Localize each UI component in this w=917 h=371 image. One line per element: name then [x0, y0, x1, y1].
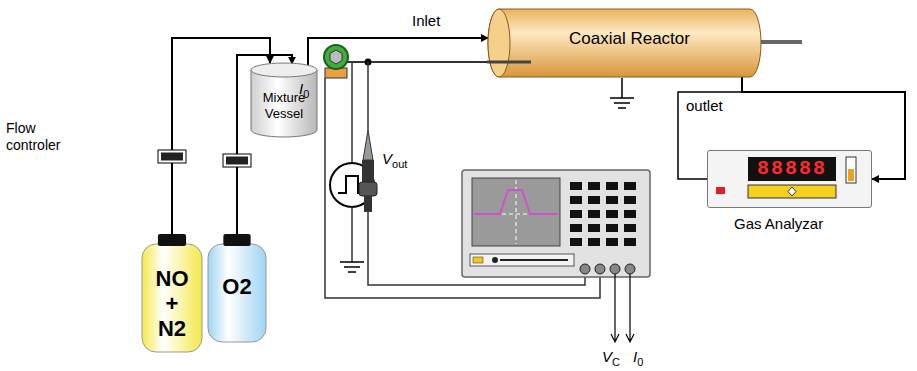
flow-controller	[158, 150, 186, 163]
gas-analyzer: 88888Gas Analyzar	[707, 150, 872, 208]
gas-name: NO + N2	[152, 266, 192, 341]
slider-track	[500, 259, 568, 261]
level-fill	[848, 169, 854, 181]
bottle-body	[142, 244, 202, 352]
voltage-probe	[362, 160, 374, 182]
vessel-top	[251, 63, 317, 77]
scope-input	[580, 264, 590, 274]
probe-tip	[363, 130, 373, 160]
scope-buttons	[568, 180, 640, 250]
bottle-cap	[223, 234, 250, 246]
signal-name: Vout	[382, 150, 407, 173]
oscilloscope	[462, 170, 650, 277]
scope-knob	[492, 257, 498, 263]
probe-core	[330, 50, 342, 64]
port-label: outlet	[686, 97, 723, 115]
mixture-vessel: Mixture Vessel	[250, 62, 318, 138]
level-bar	[846, 157, 856, 183]
probe-lead	[367, 62, 369, 130]
probe-tail	[364, 196, 372, 212]
generator-wire	[351, 62, 353, 163]
output-arrows	[611, 274, 634, 342]
scope-output	[625, 264, 635, 274]
ground-symbol	[340, 262, 364, 272]
power-led	[716, 187, 725, 194]
probe-handle	[359, 182, 377, 196]
display-digits: 88888	[748, 157, 836, 181]
ground-wire	[351, 207, 353, 262]
electrode-rod	[760, 40, 802, 44]
reactor-body	[488, 9, 761, 77]
analyzer-label: Gas Analyzar	[734, 215, 823, 233]
reactor-end	[488, 9, 510, 77]
scope-screen	[472, 178, 560, 246]
gas-bottle: NO + N2	[140, 232, 204, 354]
inner-electrode	[487, 61, 531, 64]
gas-bottle: O2	[206, 232, 268, 344]
analyzer-slider	[748, 185, 836, 198]
current-probe	[324, 45, 348, 69]
waveform	[474, 190, 558, 214]
scope-input	[595, 264, 605, 274]
bottle-cap	[158, 234, 186, 246]
controller-display	[226, 157, 248, 165]
flow-controller	[223, 154, 251, 167]
reactor-ground	[610, 78, 634, 108]
coaxial-reactor: Coaxial Reactor	[487, 8, 762, 78]
gas-name: O2	[206, 274, 268, 299]
slider-mark	[788, 187, 796, 196]
pipe-connector	[308, 38, 488, 66]
scope-output	[610, 264, 620, 274]
scope-slider	[470, 254, 574, 266]
power-key	[473, 257, 483, 263]
reactor-label: Coaxial Reactor	[569, 29, 690, 49]
port-label: Inlet	[412, 12, 440, 30]
controller-display	[161, 153, 183, 161]
signal-name: VC	[602, 348, 620, 371]
signal-name: I0	[299, 80, 309, 103]
vessel-body	[251, 70, 317, 137]
signal-name: I0	[633, 348, 643, 371]
part-label: Flow controler	[6, 120, 78, 154]
